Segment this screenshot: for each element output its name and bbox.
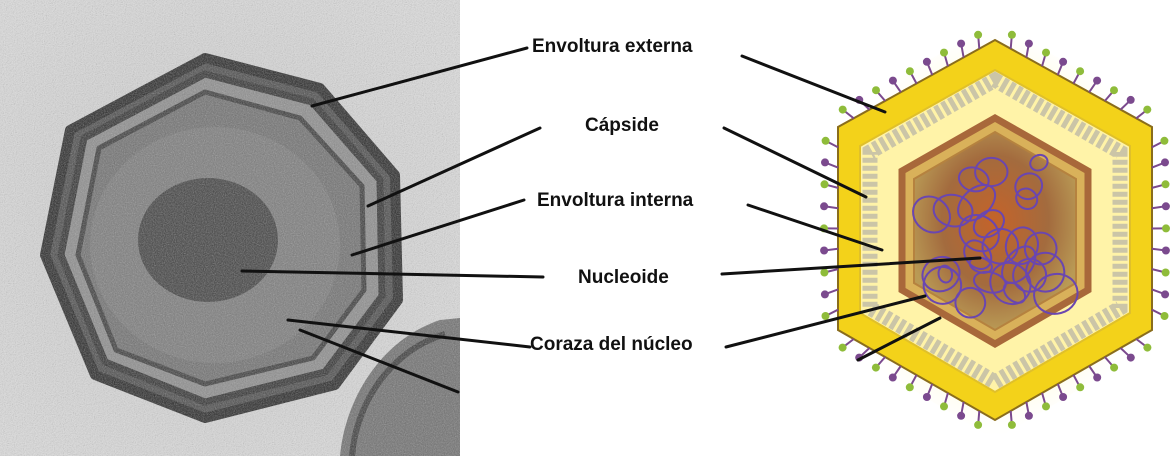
fibre-head [820,247,828,255]
fibre-head [839,106,847,114]
label-capside: Cápside [585,116,659,135]
fibre-head [872,364,880,372]
fibre-head [822,312,830,320]
fibre-head [1025,412,1033,420]
fibre-head [1042,49,1050,57]
fibre-head [1161,158,1169,166]
label-coraza-del-nucleo: Coraza del núcleo [530,335,693,354]
fibre-head [1076,383,1084,391]
fibre-head [940,402,948,410]
fibre-head [889,77,897,85]
fibre-head [1127,96,1135,104]
fibre-head [1162,224,1170,232]
fibre-head [1143,344,1151,352]
fibre-head [906,67,914,75]
fibre-head [1162,247,1170,255]
fibre-head [1076,67,1084,75]
micrograph [0,0,460,456]
fibre-head [1110,364,1118,372]
fibre-head [1008,421,1016,429]
fibre-head [957,412,965,420]
fibre-head [822,137,830,145]
fibre-head [1161,290,1169,298]
fibre-head [1162,269,1170,277]
fibre-head [974,421,982,429]
fibre-head [1025,40,1033,48]
fibre-head [923,58,931,66]
fibre-head [1059,58,1067,66]
fibre-head [821,158,829,166]
fibre-head [940,49,948,57]
schematic-virion [820,22,1170,440]
fibre-head [1110,86,1118,94]
fibre-head [1162,180,1170,188]
leader-envoltura-externa-right [742,56,885,112]
fibre-head [1093,77,1101,85]
fibre-head [821,180,829,188]
fibre-head [839,344,847,352]
fibre-head [923,393,931,401]
fibre-head [889,374,897,382]
fibre-head [1008,31,1016,39]
fibre-head [1143,106,1151,114]
label-envoltura-interna: Envoltura interna [537,191,693,210]
fibre-head [1093,374,1101,382]
fibre-head [821,290,829,298]
fibre-head [1059,393,1067,401]
fibre-head [1162,202,1170,210]
label-envoltura-externa: Envoltura externa [532,37,693,56]
fibre-head [820,202,828,210]
micrograph-grain [0,0,460,456]
fibre-head [1161,312,1169,320]
label-nucleoide: Nucleoide [578,268,669,287]
fibre-head [1042,402,1050,410]
fibre-head [1127,354,1135,362]
fibre-head [906,383,914,391]
fibre-head [974,31,982,39]
fibre-head [1160,137,1168,145]
fibre-head [957,40,965,48]
fibre-head [872,86,880,94]
fibre-head [820,269,828,277]
